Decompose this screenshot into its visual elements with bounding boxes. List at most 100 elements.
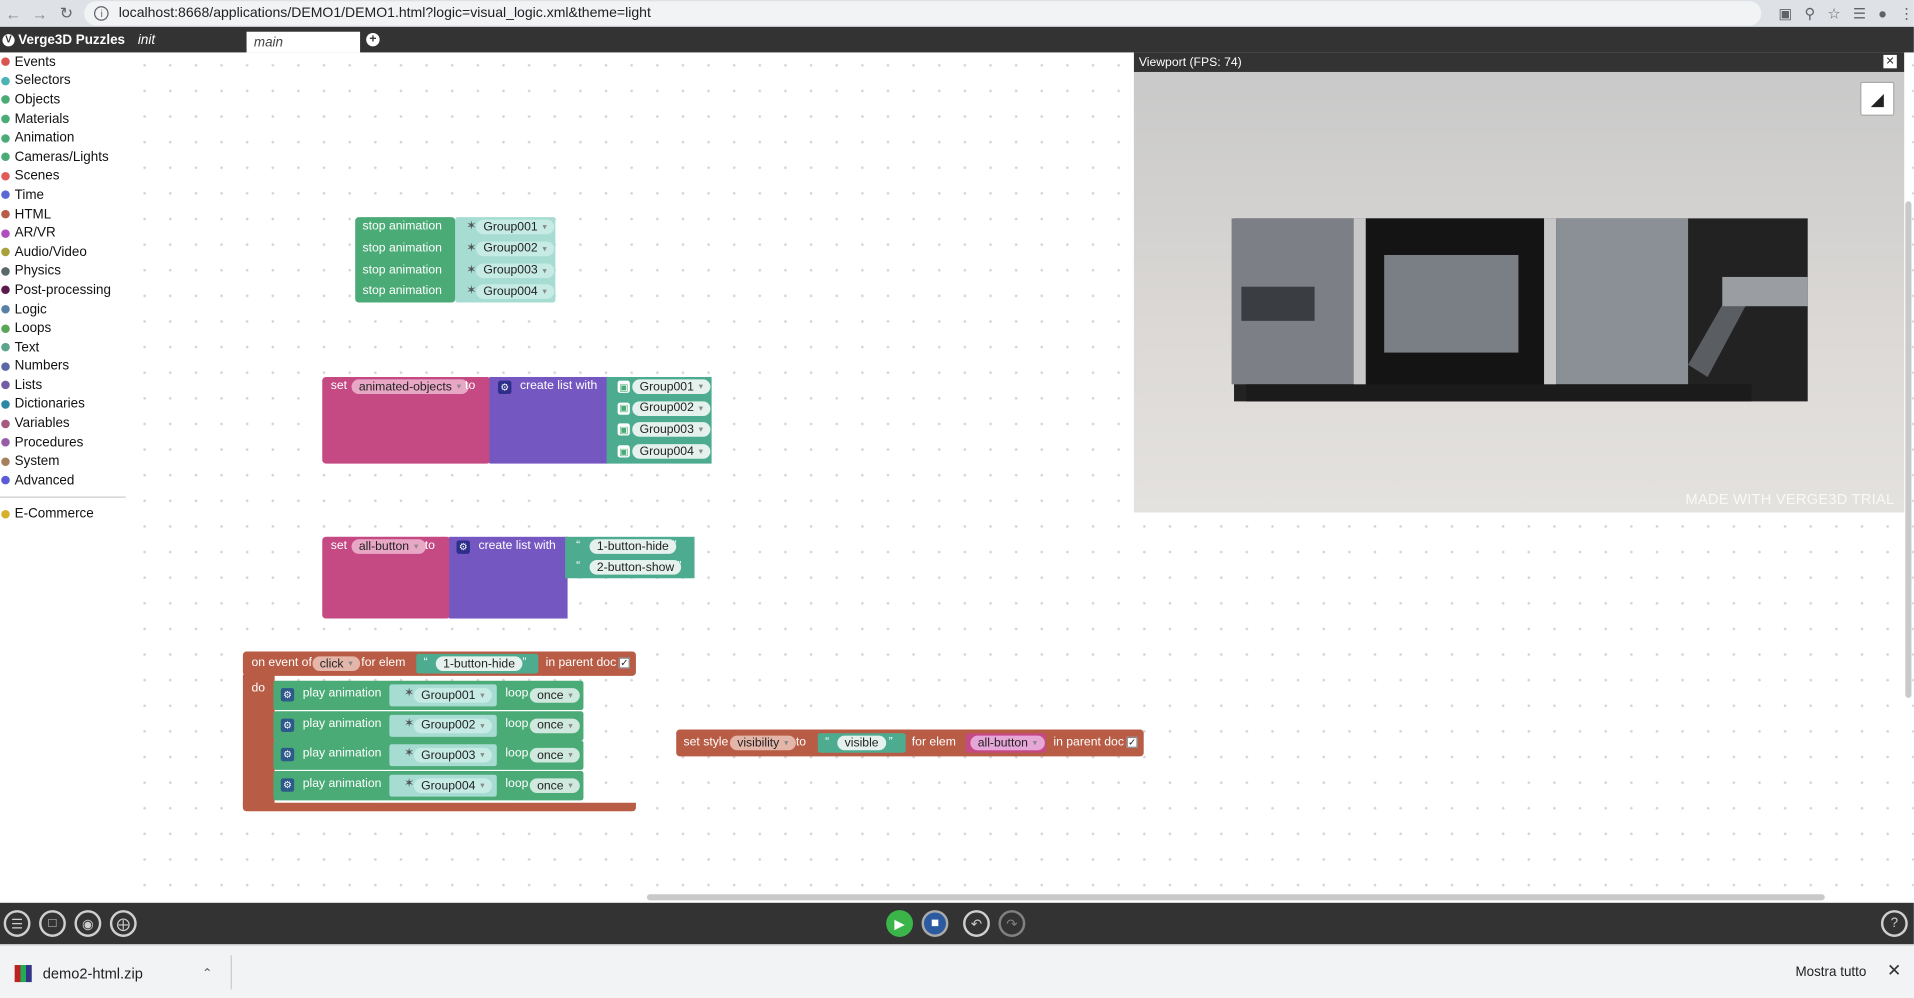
toolbox-category-advanced[interactable]: Advanced <box>0 471 132 490</box>
object-dropdown[interactable]: Group003 <box>632 422 711 438</box>
toolbox-category-cameras-lights[interactable]: Cameras/Lights <box>0 148 132 167</box>
horizontal-scrollbar[interactable] <box>646 894 1825 901</box>
category-label: HTML <box>14 206 52 222</box>
toolbox-category-ar-vr[interactable]: AR/VR <box>0 224 132 243</box>
toolbox-category-physics[interactable]: Physics <box>0 262 132 281</box>
parent-doc-checkbox[interactable]: ✓ <box>1126 736 1138 748</box>
fullscreen-icon[interactable]: ◢ <box>1860 81 1895 116</box>
toolbox-category-animation[interactable]: Animation <box>0 129 132 148</box>
style-property-dropdown[interactable]: visibility <box>729 735 796 751</box>
toolbox-category-post-processing[interactable]: Post-processing <box>0 281 132 300</box>
loop-mode-dropdown[interactable]: once <box>529 778 581 794</box>
animation-target-dropdown[interactable]: Group001 <box>413 688 492 703</box>
gear-icon[interactable]: ⚙ <box>456 540 470 554</box>
toolbox-category-materials[interactable]: Materials <box>0 110 132 129</box>
settings-icon[interactable]: ⨁ <box>109 910 137 937</box>
cube-icon: ▣ <box>617 402 630 415</box>
toolbox-category-events[interactable]: Events <box>0 52 132 71</box>
gear-icon[interactable]: ⚙ <box>280 748 295 762</box>
vertical-scrollbar[interactable] <box>1905 201 1912 698</box>
toolbox-category-audio-video[interactable]: Audio/Video <box>0 243 132 262</box>
chevron-up-icon[interactable]: ⌃ <box>202 966 213 981</box>
quote-close: ” <box>672 539 677 553</box>
gear-icon[interactable]: ⚙ <box>280 778 295 792</box>
loop-mode-dropdown[interactable]: once <box>529 688 581 703</box>
download-item[interactable]: demo2-html.zip ⌃ <box>7 955 224 992</box>
reload-icon[interactable]: ↻ <box>59 3 74 22</box>
loop-mode-dropdown[interactable]: once <box>529 748 581 763</box>
object-dropdown[interactable]: Group001 <box>632 379 711 395</box>
toolbox-category-lists[interactable]: Lists <box>0 376 132 395</box>
toolbox-category-variables[interactable]: Variables <box>0 414 132 433</box>
library-icon[interactable]: ☰ <box>3 910 31 937</box>
translate-icon[interactable]: ▣ <box>1778 4 1793 22</box>
star-icon[interactable]: ☆ <box>1827 4 1841 22</box>
add-tab-icon[interactable]: + <box>366 32 380 47</box>
toolbox-category-procedures[interactable]: Procedures <box>0 433 132 452</box>
parent-doc-checkbox[interactable]: ✓ <box>618 657 630 669</box>
gear-icon[interactable]: ⚙ <box>280 718 295 732</box>
toolbox-category-numbers[interactable]: Numbers <box>0 357 132 376</box>
text-value-field[interactable]: 2-button-show <box>589 559 682 575</box>
show-all-button[interactable]: Mostra tutto <box>1795 965 1867 980</box>
help-icon[interactable]: ? <box>1880 910 1908 937</box>
quote-open: “ <box>825 735 830 750</box>
animation-icon: ✶ <box>404 686 415 701</box>
gear-icon[interactable]: ⚙ <box>280 688 295 702</box>
menu-icon[interactable]: ⋮ <box>1899 4 1914 22</box>
toolbox-category-dictionaries[interactable]: Dictionaries <box>0 395 132 414</box>
object-dropdown[interactable]: Group002 <box>632 400 711 416</box>
category-color-dot <box>1 476 10 485</box>
toolbox-category-objects[interactable]: Objects <box>0 91 132 110</box>
trial-watermark: MADE WITH VERGE3D TRIAL <box>1685 490 1895 508</box>
object-dropdown[interactable]: Group004 <box>632 444 711 459</box>
animation-target-dropdown[interactable]: Group003 <box>413 748 492 763</box>
animation-target-dropdown[interactable]: Group004 <box>413 778 492 794</box>
toolbox-category-logic[interactable]: Logic <box>0 300 132 319</box>
tab-init[interactable]: init <box>130 29 247 51</box>
animation-target-dropdown[interactable]: Group002 <box>476 241 555 256</box>
toolbox-category-loops[interactable]: Loops <box>0 319 132 338</box>
close-icon[interactable]: ✕ <box>1887 960 1902 980</box>
toolbox-category-selectors[interactable]: Selectors <box>0 71 132 90</box>
forward-arrow-icon[interactable]: → <box>31 4 48 23</box>
run-button[interactable]: ▶ <box>886 910 914 937</box>
toolbox-category-html[interactable]: HTML <box>0 205 132 224</box>
variable-dropdown[interactable]: animated-objects <box>351 379 469 395</box>
verge3d-logo-icon: V <box>2 33 15 46</box>
event-type-dropdown[interactable]: click <box>312 656 361 671</box>
viewport-3d-canvas[interactable]: ◢ MADE WITH VERGE3D TRIAL <box>1133 71 1905 513</box>
style-value-field[interactable]: visible <box>837 735 886 751</box>
viewport-title-bar[interactable]: Viewport (FPS: 74) ✕ <box>1133 52 1905 72</box>
tab-main[interactable]: main <box>246 31 361 53</box>
info-icon[interactable]: i <box>94 6 109 21</box>
animation-target-dropdown[interactable]: Group004 <box>476 284 555 300</box>
animation-target-dropdown[interactable]: Group001 <box>476 219 555 235</box>
animation-icon: ✶ <box>404 716 415 731</box>
gear-icon[interactable]: ⚙ <box>498 380 512 395</box>
redo-icon[interactable]: ↷ <box>998 910 1026 937</box>
toolbox-category-scenes[interactable]: Scenes <box>0 167 132 186</box>
toolbox-category-time[interactable]: Time <box>0 186 132 205</box>
undo-icon[interactable]: ↶ <box>963 910 990 937</box>
file-icon[interactable]: □ <box>39 910 66 937</box>
quote-open: “ <box>576 539 581 553</box>
screenshot-icon[interactable]: ◉ <box>74 910 102 937</box>
animation-target-dropdown[interactable]: Group003 <box>476 263 555 278</box>
profile-icon[interactable]: ● <box>1878 4 1888 22</box>
text-value-field[interactable]: 1-button-hide <box>589 539 677 554</box>
element-name-field[interactable]: 1-button-hide <box>435 656 523 671</box>
toolbox-category-text[interactable]: Text <box>0 338 132 357</box>
close-icon[interactable]: ✕ <box>1883 54 1897 69</box>
back-arrow-icon[interactable]: ← <box>5 4 22 23</box>
animation-target-dropdown[interactable]: Group002 <box>413 718 492 733</box>
toolbox-category-system[interactable]: System <box>0 452 132 471</box>
loop-mode-dropdown[interactable]: once <box>529 718 581 733</box>
address-bar[interactable]: i localhost:8668/applications/DEMO1/DEMO… <box>84 1 1762 26</box>
zoom-icon[interactable]: ⚲ <box>1804 4 1816 22</box>
variable-dropdown[interactable]: all-button <box>970 735 1045 751</box>
variable-dropdown[interactable]: all-button <box>351 539 426 554</box>
toolbox-category-e-commerce[interactable]: E-Commerce <box>0 505 132 524</box>
save-button[interactable]: ■ <box>921 910 949 937</box>
reading-list-icon[interactable]: ☰ <box>1852 4 1866 22</box>
